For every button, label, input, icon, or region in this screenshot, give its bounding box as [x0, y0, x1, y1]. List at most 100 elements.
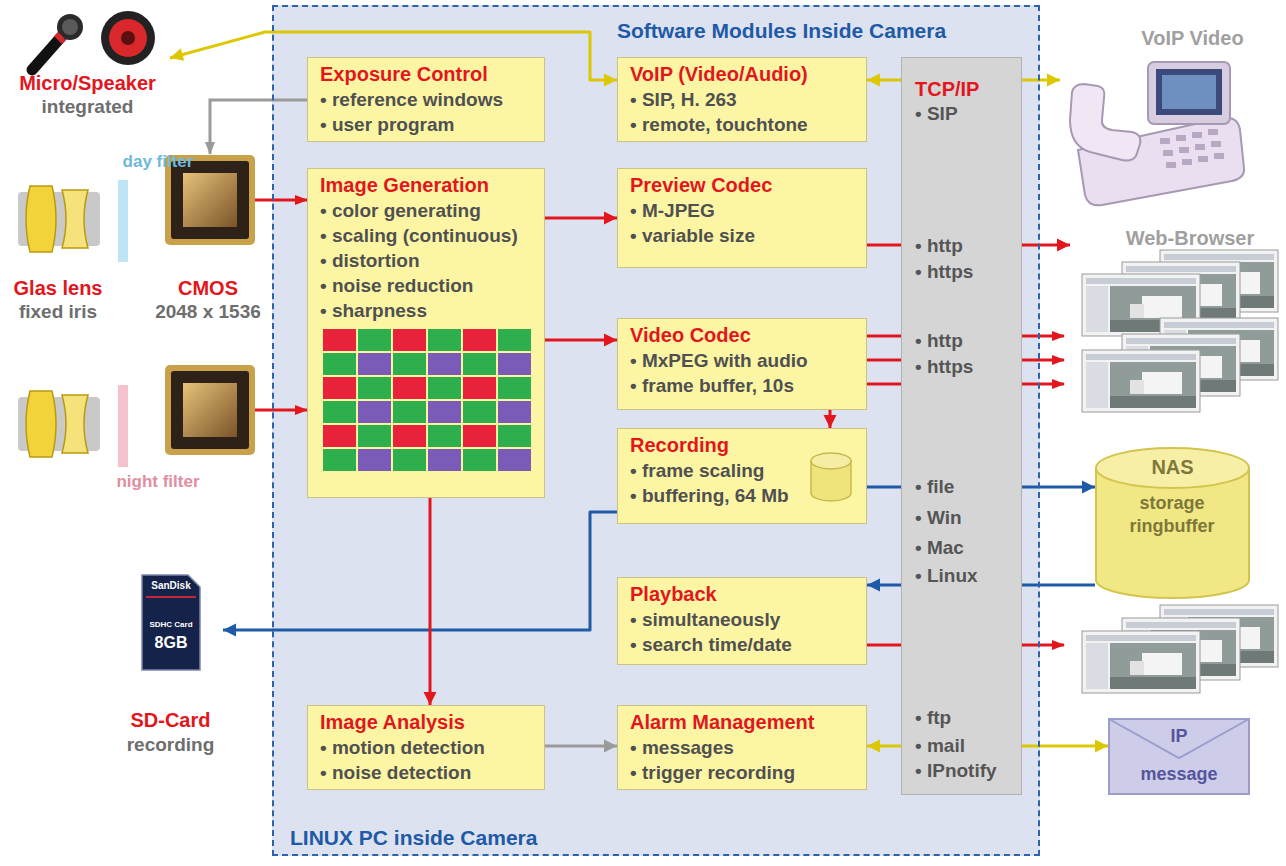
cylinder-top	[1096, 448, 1249, 488]
arrow-head	[604, 212, 617, 225]
label-slot: day filter	[98, 150, 218, 174]
region-fill	[272, 5, 1040, 856]
bullet-item: • reference windows	[320, 87, 503, 112]
arrow-head	[1095, 740, 1108, 753]
node-text: • http	[915, 329, 963, 353]
part-label: SanDisk	[142, 580, 200, 592]
bullet-item: • SIP, H. 263	[630, 87, 737, 112]
module-box: Playback• simultaneously• search time/da…	[617, 577, 867, 665]
node-text: Software Modules Inside Camera	[617, 19, 946, 43]
connector	[545, 334, 617, 347]
text-slot: • ftp	[915, 706, 951, 730]
node-text: VoIP Video	[1120, 26, 1265, 50]
bullet-item: • motion detection	[320, 735, 485, 760]
label-slot: night filter	[98, 470, 218, 494]
node-text: • SIP	[915, 102, 958, 126]
bullet-item: • MxPEG with audio	[630, 348, 808, 373]
part-label: 2048 x 1536	[145, 300, 271, 324]
text-slot: • Mac	[915, 536, 964, 560]
node-text: message	[1108, 762, 1250, 786]
connector	[545, 212, 617, 225]
arrow-head	[867, 579, 880, 592]
bullet-item: • variable size	[630, 223, 755, 248]
text-slot: Micro/Speaker	[5, 71, 170, 95]
part-label: CMOS	[150, 276, 266, 300]
text-slot: Web-Browser	[1100, 226, 1280, 250]
arrow-head	[867, 74, 880, 87]
label-slot: fixed iris	[0, 300, 116, 324]
bullet-item: • search time/date	[630, 632, 792, 657]
label-slot: 2048 x 1536	[145, 300, 271, 324]
connector	[223, 512, 617, 637]
node-text: • http	[915, 234, 963, 258]
bullet-item: • remote, touchtone	[630, 112, 808, 137]
part-label: night filter	[98, 470, 218, 494]
part-label: fixed iris	[0, 300, 116, 324]
bayer-pattern	[323, 329, 533, 473]
text-slot: LINUX PC inside Camera	[290, 826, 537, 850]
connector	[545, 740, 617, 753]
protocol-column: TCP/IP• SIP• http• https• http• https• f…	[901, 57, 1022, 795]
module-box: VoIP (Video/Audio)• SIP, H. 263• remote,…	[617, 57, 867, 142]
arrow-head	[170, 48, 184, 61]
connector-line	[223, 512, 617, 630]
bullet-item: • M-JPEG	[630, 198, 715, 223]
module-heading: VoIP (Video/Audio)	[630, 62, 808, 87]
module-heading: Recording	[630, 433, 729, 458]
text-slot: • SIP	[915, 102, 958, 126]
node-text: SD-Card	[118, 708, 223, 732]
node-text: recording	[118, 733, 223, 757]
bullet-item: • messages	[630, 735, 734, 760]
text-slot: message	[1108, 762, 1250, 786]
text-slot: integrated	[5, 95, 170, 119]
connector	[424, 498, 437, 705]
arrow-head	[604, 334, 617, 347]
arrow-head	[1047, 74, 1060, 87]
browser-client: Web-Browser	[1070, 222, 1284, 334]
phone-device: VoIP Video	[1060, 22, 1275, 207]
node-text: LINUX PC inside Camera	[290, 826, 537, 850]
node-text: TCP/IP	[915, 77, 979, 101]
arrow-head	[424, 692, 437, 705]
module-box: Exposure Control• reference windows• use…	[307, 57, 545, 142]
text-slot: storage ringbuffer	[1122, 492, 1222, 538]
node-text: • mail	[915, 734, 965, 758]
sd-card: SD-Cardrecording	[118, 565, 223, 760]
part-label: 8GB	[142, 634, 200, 652]
label-slot: CMOS	[150, 276, 266, 300]
node-text: • Win	[915, 506, 962, 530]
bullet-item: • scaling (continuous)	[320, 223, 518, 248]
envelope-flap	[1109, 719, 1249, 758]
module-heading: Preview Codec	[630, 173, 772, 198]
text-slot: TCP/IP	[915, 77, 979, 101]
label-slot: Glas lens	[0, 276, 116, 300]
bullet-item: • buffering, 64 Mb	[630, 483, 789, 508]
module-heading: Image Analysis	[320, 710, 465, 735]
node-text: • ftp	[915, 706, 951, 730]
node-text: • https	[915, 260, 973, 284]
text-slot: recording	[118, 733, 223, 757]
node-text: • file	[915, 475, 954, 499]
envelope-body	[1109, 719, 1249, 794]
bullet-item: • distortion	[320, 248, 420, 273]
audio-device: Micro/Speakerintegrated	[5, 5, 170, 123]
text-slot: • Win	[915, 506, 962, 530]
bullet-item: • noise detection	[320, 760, 471, 785]
node-text: • IPnotify	[915, 759, 997, 783]
bullet-item: • noise reduction	[320, 273, 473, 298]
bullet-item: • user program	[320, 112, 454, 137]
text-slot: • http	[915, 234, 963, 258]
text-slot: • file	[915, 475, 954, 499]
arrow-head	[824, 415, 837, 428]
module-box: Image Generation• color generating• scal…	[307, 168, 545, 498]
arrow-head	[223, 624, 236, 637]
node-text: Web-Browser	[1100, 226, 1280, 250]
arrow-head	[604, 74, 617, 87]
arrow-head	[1057, 239, 1070, 252]
text-slot: • https	[915, 260, 973, 284]
storage-cylinder	[809, 451, 853, 503]
node-text: IP	[1108, 724, 1250, 748]
bullet-item: • sharpness	[320, 298, 427, 323]
label-slot: SanDisk	[142, 580, 200, 592]
bullet-item: • color generating	[320, 198, 481, 223]
